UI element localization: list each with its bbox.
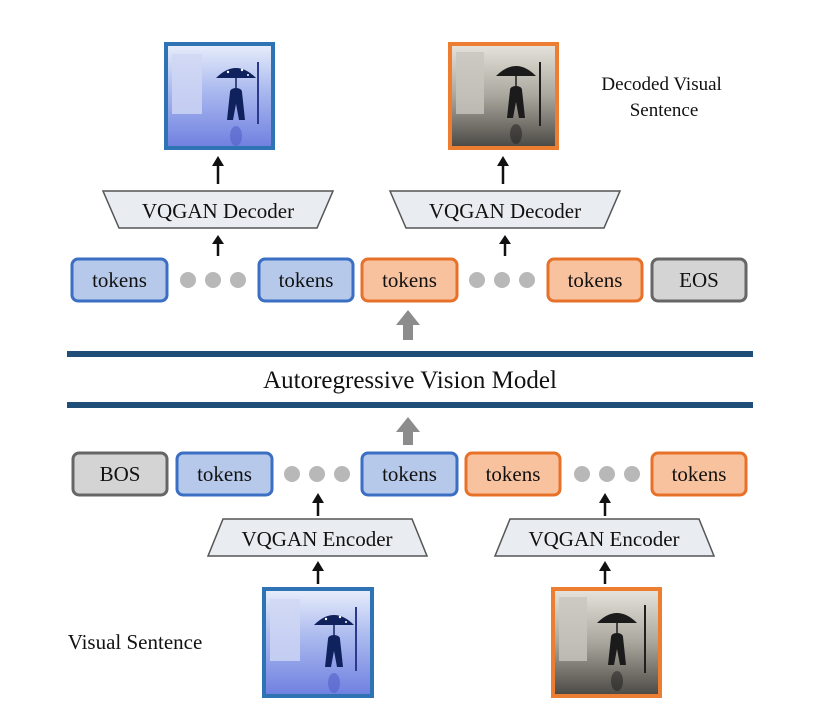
decoded-image-blue [164,42,275,150]
decoded-image-orange [448,42,559,150]
token-blue: tokens [257,257,355,303]
token-blue: tokens [70,257,169,303]
token-label: tokens [382,268,437,292]
vqgan-decoder-1: VQGAN Decoder [101,190,335,229]
ellipsis-dot [334,466,350,482]
encoder-label: VQGAN Encoder [241,527,392,551]
ellipsis-dot [284,466,300,482]
token-label: tokens [197,462,252,486]
arrow-up-black [497,156,509,184]
arrow-up-black [212,235,224,256]
token-label: tokens [279,268,334,292]
token-label: tokens [382,462,437,486]
token-blue: tokens [175,451,274,497]
arrow-up-black [212,156,224,184]
input-image-blue [262,587,374,698]
token-label: tokens [672,462,727,486]
arrow-up-black [312,561,324,584]
decoded-caption: Decoded Visual Sentence [601,74,726,121]
vqgan-decoder-2: VQGAN Decoder [388,190,622,229]
decoder-label: VQGAN Decoder [429,199,581,223]
ellipsis-dot [180,272,196,288]
ellipsis-dot [469,272,485,288]
ellipsis-dot [205,272,221,288]
bos-label: BOS [100,462,141,486]
token-orange: tokens [650,451,748,497]
ellipsis-dot [519,272,535,288]
token-bos: BOS [71,451,169,497]
vqgan-encoder-2: VQGAN Encoder [493,518,716,557]
token-orange: tokens [360,257,459,303]
eos-label: EOS [679,268,719,292]
arrow-up-black [312,493,324,516]
model-label: Autoregressive Vision Model [263,367,557,394]
token-orange: tokens [464,451,562,497]
ellipsis-dot [309,466,325,482]
decoded-caption-line2: Sentence [630,100,699,121]
arrow-up-black [499,235,511,256]
token-blue: tokens [360,451,459,497]
token-label: tokens [486,462,541,486]
vqgan-encoder-1: VQGAN Encoder [206,518,429,557]
token-eos: EOS [650,257,748,303]
autoregressive-model: Autoregressive Vision Model [67,351,753,408]
encoder-label: VQGAN Encoder [528,527,679,551]
arrow-up-gray [396,417,420,445]
ellipsis-dot [599,466,615,482]
input-image-orange [551,587,662,698]
ellipsis-dot [624,466,640,482]
ellipsis-dot [574,466,590,482]
ellipsis-dot [230,272,246,288]
token-orange: tokens [546,257,644,303]
input-caption: Visual Sentence [68,630,203,654]
token-label: tokens [92,268,147,292]
decoder-label: VQGAN Decoder [142,199,294,223]
arrow-up-black [599,561,611,584]
arrow-up-gray [396,310,420,340]
decoded-caption-line1: Decoded Visual [601,74,721,95]
ellipsis-dot [494,272,510,288]
token-label: tokens [568,268,623,292]
arrow-up-black [599,493,611,516]
